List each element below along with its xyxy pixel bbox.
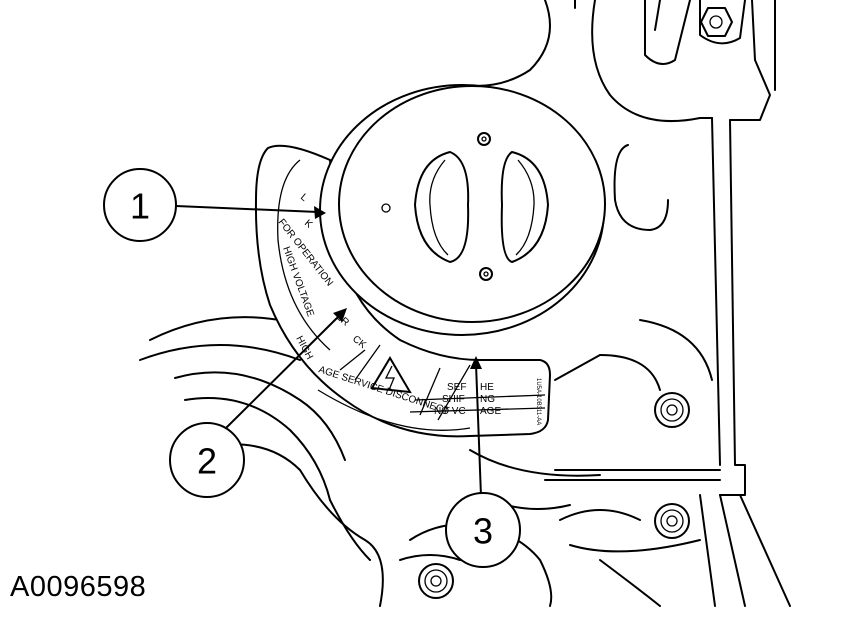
label-row1b: HE: [480, 382, 494, 393]
callout-1-number: 1: [130, 186, 150, 227]
label-row3b: AGE: [480, 406, 501, 417]
figure-id: A0096598: [10, 571, 147, 603]
mounting-bolt-bottom: [418, 563, 454, 599]
high-voltage-warning-icon: [370, 356, 412, 394]
screw-top-icon: [477, 132, 491, 146]
left-grip-handle: [413, 150, 470, 264]
screw-bottom-icon: [479, 267, 493, 281]
housing-frame: [459, 0, 791, 607]
label-part-number: 1U5A-10B311-AA: [535, 378, 541, 425]
label-row2a: SHIF: [442, 394, 465, 405]
callout-3: 3: [445, 492, 521, 568]
callout-2: 2: [169, 422, 245, 498]
arc-text-5: L: [298, 192, 310, 204]
callout-3-number: 3: [473, 511, 493, 552]
label-row1a: SEF: [447, 382, 466, 393]
label-row3a: NO VC: [434, 406, 466, 417]
alignment-dot-icon: [381, 203, 391, 213]
service-disconnect-plug: [319, 84, 606, 336]
callout-2-number: 2: [197, 441, 217, 482]
callout-1: 1: [103, 168, 177, 242]
right-grip-handle: [500, 150, 550, 264]
mounting-bolt-right: [654, 392, 690, 428]
mounting-bolt-lower: [654, 503, 690, 539]
label-row2b: NG: [480, 394, 495, 405]
leader-lines: [175, 205, 482, 497]
